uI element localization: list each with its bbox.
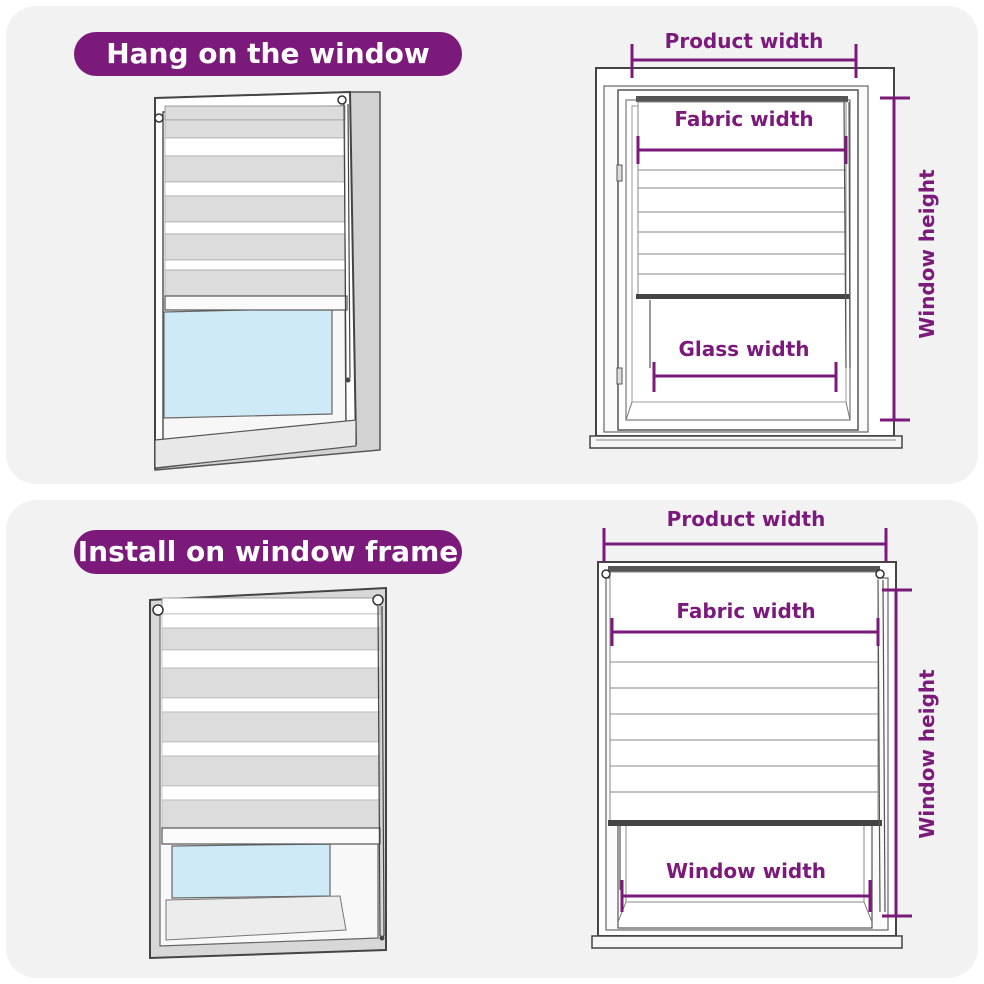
top-left-blind [164, 105, 348, 311]
bottom-right-window-illustration: Product width Fabric width Window width … [591, 507, 939, 949]
top-product-width-measure [630, 44, 858, 78]
bottom-window-width-label: Window width [666, 859, 826, 883]
bottom-window-height-label: Window height [915, 669, 939, 839]
install-on-frame-badge: Install on window frame [74, 530, 462, 574]
top-product-width-label: Product width [665, 29, 824, 53]
hang-on-window-badge: Hang on the window [74, 32, 462, 76]
bottom-fabric-width-measure [610, 618, 880, 646]
bottom-window-width-measure [620, 880, 872, 912]
bottom-product-width-measure [602, 528, 888, 562]
bottom-left-window-illustration [149, 586, 387, 960]
bracket-icon [154, 113, 164, 123]
top-glass-width-measure [652, 362, 838, 392]
bottom-window-height-measure [882, 588, 912, 918]
top-left-window-illustration [154, 90, 381, 471]
top-window-height-label: Window height [915, 169, 939, 339]
top-window-height-measure [880, 96, 910, 422]
top-glass-width-label: Glass width [679, 337, 810, 361]
bottom-left-blind [161, 597, 381, 845]
top-right-window-illustration: Product width Fabric width Glass width W… [589, 29, 939, 449]
top-fabric-width-label: Fabric width [674, 107, 813, 131]
top-left-glass [163, 307, 333, 419]
top-fabric-width-measure [636, 136, 848, 164]
bottom-fabric-width-label: Fabric width [676, 599, 815, 623]
bottom-product-width-label: Product width [667, 507, 826, 531]
